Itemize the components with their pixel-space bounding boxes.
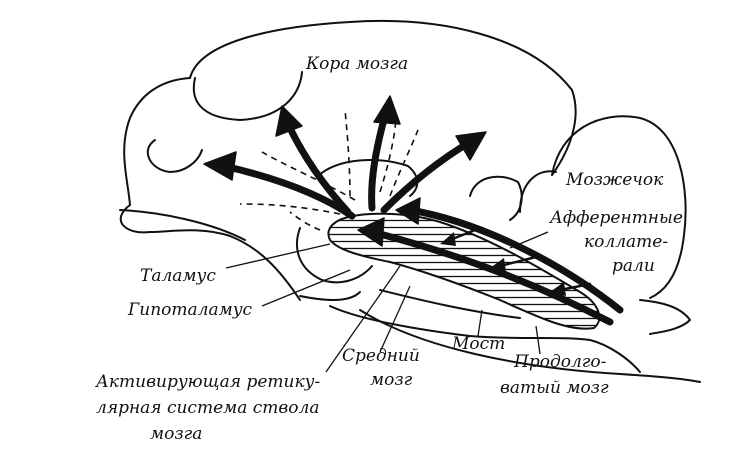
- label-midbrain-2: мозг: [370, 370, 413, 390]
- reticular-formation: [327, 212, 601, 330]
- arrowhead-up: [373, 95, 401, 125]
- label-aras-1: Активирующая ретику-: [96, 372, 321, 392]
- arrow-shaft-stem: [376, 230, 614, 326]
- leader-medulla: [535, 325, 541, 355]
- frontal-curve: [146, 139, 203, 173]
- label-pons: Мост: [452, 334, 506, 354]
- cerebellum-outline: [551, 115, 687, 299]
- dashed-projection-4: [389, 129, 419, 197]
- label-afferent-3: рали: [612, 256, 655, 276]
- thalamus-outline: [317, 159, 419, 197]
- label-afferent-2: коллате-: [584, 232, 669, 252]
- label-medulla-1: Продолго-: [514, 352, 607, 372]
- arrowhead-upper-left: [275, 105, 303, 137]
- arrowhead-right: [455, 131, 487, 161]
- tectum-curve: [469, 175, 523, 221]
- dashed-projection-2: [261, 151, 356, 201]
- arrowhead-left: [203, 151, 237, 181]
- label-thalamus: Таламус: [140, 266, 216, 286]
- label-medulla-2: ватый мозг: [500, 378, 609, 398]
- label-midbrain-1: Средний: [342, 346, 420, 366]
- arrowhead-afferent: [395, 197, 421, 225]
- dashed-projection-6: [289, 211, 321, 231]
- leader-aras: [325, 265, 401, 373]
- arrowhead-stem: [357, 217, 385, 247]
- label-cerebellum: Мозжечок: [566, 170, 664, 190]
- label-hypothalamus: Гипоталамус: [128, 300, 253, 320]
- gyrus-line: [192, 71, 303, 121]
- medulla-bottom: [359, 309, 701, 383]
- thalamus-lower: [296, 227, 373, 284]
- collateral-1: [448, 226, 482, 242]
- arrow-shaft-upper-left: [284, 120, 352, 216]
- collateral-2: [498, 254, 542, 268]
- arrow-shaft-afferent: [406, 206, 624, 314]
- collateral-head-2: [490, 258, 506, 272]
- label-aras-3: мозга: [150, 424, 203, 444]
- brainstem-lower: [639, 299, 691, 335]
- collateral-head-3: [550, 282, 566, 296]
- arrow-shaft-right: [380, 138, 474, 214]
- frontal-lower-curve: [119, 209, 246, 241]
- leader-midbrain: [379, 285, 411, 353]
- leader-hypothalamus: [261, 269, 351, 307]
- dashed-projection-1: [344, 109, 351, 197]
- cerebellum-inner: [519, 170, 557, 213]
- pons-inner: [379, 289, 521, 319]
- label-aras-2: лярная система ствола: [96, 398, 320, 418]
- label-cortex: Кора мозга: [306, 54, 409, 74]
- cerebrum-outline: [119, 19, 577, 301]
- leader-thalamus: [225, 243, 331, 269]
- hypothalamus-outline: [299, 291, 361, 301]
- label-afferent-1: Афферентные: [550, 208, 683, 228]
- dashed-projection-3: [239, 203, 341, 215]
- leader-pons: [477, 309, 483, 337]
- collateral-head-1: [440, 232, 456, 246]
- leader-afferent: [509, 231, 549, 249]
